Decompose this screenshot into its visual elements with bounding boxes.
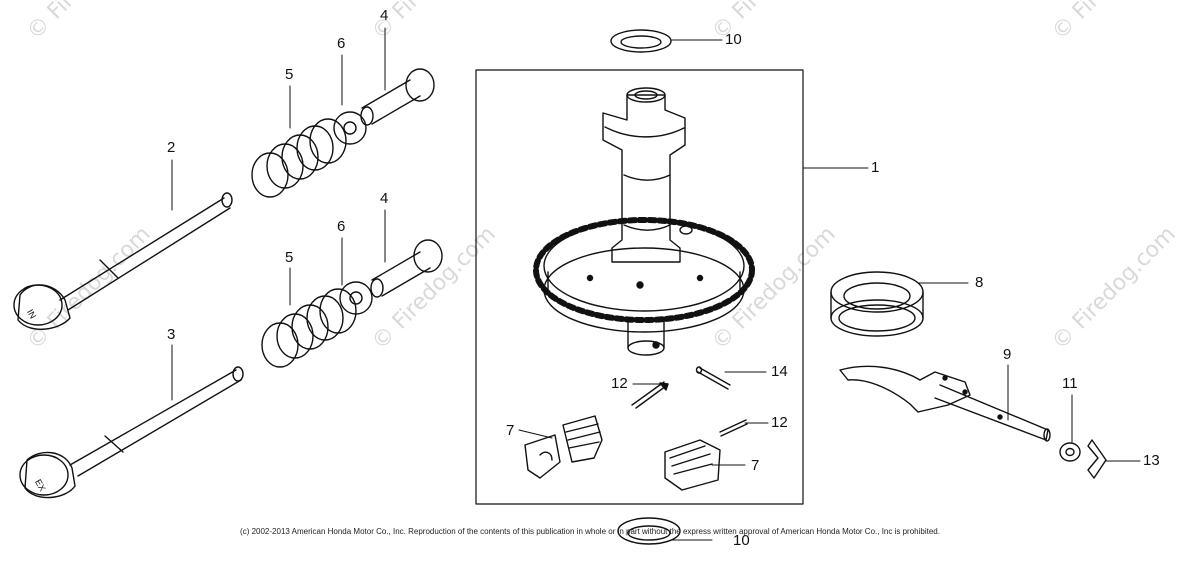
callout-4b: 4 xyxy=(380,190,389,207)
callout-6b: 6 xyxy=(337,218,346,235)
valve-spring-b xyxy=(261,288,357,368)
callout-1: 1 xyxy=(871,159,880,176)
pin-12a xyxy=(631,381,669,409)
governor-fork xyxy=(839,365,1051,442)
camshaft-body xyxy=(602,87,693,356)
washer-11 xyxy=(1059,442,1081,462)
camshaft-gear xyxy=(533,217,755,333)
callout-6a: 6 xyxy=(337,35,346,52)
thrust-washer-bottom xyxy=(617,517,681,545)
callout-13: 13 xyxy=(1143,452,1160,469)
callout-4a: 4 xyxy=(380,7,389,24)
callout-7b: 7 xyxy=(751,457,760,474)
pin-12b xyxy=(719,419,748,437)
copyright-notice: (c) 2002-2013 American Honda Motor Co., … xyxy=(240,527,940,536)
oil-seal xyxy=(830,271,924,337)
valve-tappet-a xyxy=(360,68,435,126)
callout-5b: 5 xyxy=(285,249,294,266)
exhaust-valve-label: EX xyxy=(33,478,48,493)
spring-retainer-a xyxy=(333,111,367,145)
centrifugal-weight-a xyxy=(524,415,603,479)
callout-2: 2 xyxy=(167,139,176,156)
clip-13 xyxy=(1087,439,1107,479)
valve-spring-a xyxy=(251,118,347,198)
camshaft-assembly-frame xyxy=(475,69,804,505)
callout-10b: 10 xyxy=(733,532,750,549)
callout-14: 14 xyxy=(771,363,788,380)
leader-line-7a xyxy=(518,429,553,439)
callout-9: 9 xyxy=(1003,346,1012,363)
exhaust-valve xyxy=(19,366,244,499)
intake-valve xyxy=(13,192,233,330)
callout-3: 3 xyxy=(167,326,176,343)
intake-valve-label: IN xyxy=(25,308,38,321)
thrust-washer-top xyxy=(610,29,672,53)
callout-5a: 5 xyxy=(285,66,294,83)
callout-8: 8 xyxy=(975,274,984,291)
callout-11: 11 xyxy=(1062,375,1078,392)
callout-10a: 10 xyxy=(725,31,742,48)
centrifugal-weight-b xyxy=(664,439,721,491)
callout-12a: 12 xyxy=(611,375,628,392)
pin-14 xyxy=(695,366,731,390)
valve-tappet-b xyxy=(370,239,443,298)
callout-12b: 12 xyxy=(771,414,788,431)
callout-7a: 7 xyxy=(506,422,515,439)
spring-retainer-b xyxy=(339,281,373,315)
